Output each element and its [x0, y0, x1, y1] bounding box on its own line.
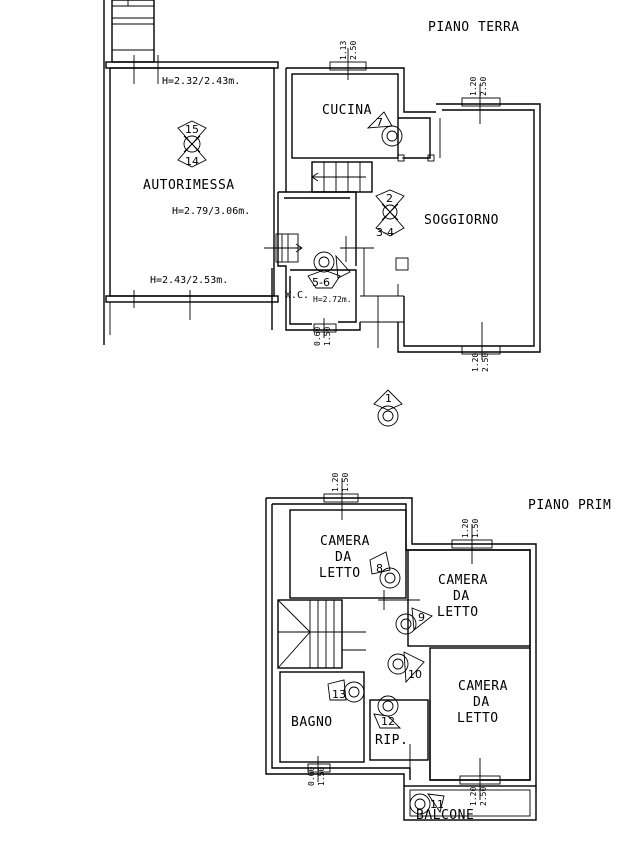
window-bagno: 0.60 1.50 — [307, 756, 331, 786]
viewpoint-10-icon: 10 — [387, 651, 425, 684]
first-floor-stair — [277, 599, 366, 669]
first-floor-walls — [265, 497, 537, 786]
svg-text:CAMERA: CAMERA — [320, 534, 370, 549]
svg-text:LETTO: LETTO — [319, 566, 361, 581]
wc-height: H=2.72m. — [313, 295, 352, 304]
svg-text:1.50: 1.50 — [317, 767, 326, 786]
svg-text:1.20: 1.20 — [461, 519, 470, 538]
svg-text:2.50: 2.50 — [349, 41, 358, 60]
svg-text:1.50: 1.50 — [341, 473, 350, 492]
svg-text:9: 9 — [418, 611, 425, 624]
ground-floor-title: PIANO TERRA — [428, 20, 520, 35]
garage-height-bottom: H=2.43/2.53m. — [150, 275, 228, 286]
window-soggiorno-top: 1.20 2.50 — [461, 77, 501, 124]
garage-height-top: H=2.32/2.43m. — [162, 76, 240, 87]
svg-text:1.13: 1.13 — [339, 41, 348, 60]
bedroom-3-label: CAMERA DA LETTO — [457, 679, 508, 726]
svg-text:14: 14 — [185, 155, 199, 168]
viewpoint-1-icon: 1 — [373, 389, 403, 427]
garage-stair — [264, 233, 303, 263]
kitchen-stair — [311, 161, 373, 193]
balcony-walls — [403, 785, 537, 821]
svg-text:1: 1 — [385, 392, 392, 405]
svg-text:2: 2 — [386, 192, 393, 205]
svg-text:DA: DA — [473, 695, 490, 710]
svg-text:13: 13 — [332, 688, 346, 701]
bedroom-1-label: CAMERA DA LETTO — [319, 534, 370, 581]
viewpoint-12-icon: 12 — [373, 695, 402, 729]
garage-label: AUTORIMESSA — [143, 178, 235, 193]
viewpoint-7-icon: 7 — [366, 111, 403, 147]
svg-text:12: 12 — [381, 715, 395, 728]
svg-text:10: 10 — [408, 668, 422, 681]
svg-text:2.50: 2.50 — [481, 353, 490, 372]
svg-text:1.20: 1.20 — [331, 473, 340, 492]
svg-text:1.50: 1.50 — [471, 519, 480, 538]
window-camera3: 1.20 2.50 — [459, 758, 501, 806]
entry-stair — [111, 0, 155, 63]
svg-text:2.50: 2.50 — [479, 787, 488, 806]
viewpoint-2-34-icon: 2 3-4 — [375, 189, 405, 239]
svg-text:DA: DA — [335, 550, 352, 565]
svg-text:3-4: 3-4 — [376, 226, 394, 239]
svg-text:1.20: 1.20 — [469, 77, 478, 96]
svg-text:1.20: 1.20 — [469, 787, 478, 806]
svg-text:0.60: 0.60 — [313, 327, 322, 346]
svg-text:15: 15 — [185, 123, 199, 136]
svg-text:DA: DA — [453, 589, 470, 604]
svg-text:2.50: 2.50 — [479, 77, 488, 96]
svg-text:CAMERA: CAMERA — [438, 573, 488, 588]
garage-walls — [105, 55, 279, 335]
svg-text:5-6: 5-6 — [312, 276, 330, 289]
svg-text:1.50: 1.50 — [323, 327, 332, 346]
kitchen-label: CUCINA — [322, 103, 372, 118]
svg-text:11: 11 — [430, 798, 444, 811]
viewpoint-8-icon: 8 — [369, 551, 401, 589]
svg-text:LETTO: LETTO — [437, 605, 479, 620]
pillar — [395, 257, 409, 271]
window-wc: 0.60 1.50 — [313, 318, 337, 346]
svg-text:CAMERA: CAMERA — [458, 679, 508, 694]
svg-text:1.20: 1.20 — [471, 353, 480, 372]
ground-floor-walls — [271, 67, 541, 353]
viewpoint-15-14-icon: 15 14 — [177, 120, 207, 168]
window-soggiorno-bottom: 1.20 2.50 — [461, 322, 501, 372]
svg-text:LETTO: LETTO — [457, 711, 499, 726]
wc-label: W.C. — [285, 290, 309, 301]
storage-label: RIP. — [375, 733, 408, 748]
viewpoint-9-icon: 9 — [395, 607, 433, 635]
bedroom-2-label: CAMERA DA LETTO — [437, 573, 488, 620]
first-floor-title: PIANO PRIM — [528, 498, 611, 513]
balcony-label: BALCONE — [416, 808, 474, 823]
bath-label: BAGNO — [291, 715, 333, 730]
svg-text:8: 8 — [376, 562, 383, 575]
svg-text:0.60: 0.60 — [307, 767, 316, 786]
window-cucina: 1.13 2.50 — [329, 41, 367, 80]
viewpoint-13-icon: 13 — [327, 679, 365, 703]
viewpoint-5-6-icon: 5-6 — [307, 251, 351, 289]
window-camera2: 1.20 1.50 — [451, 519, 493, 564]
garage-height-mid: H=2.79/3.06m. — [172, 206, 250, 217]
living-label: SOGGIORNO — [424, 213, 499, 228]
viewpoint-11-icon: 11 — [409, 793, 445, 815]
svg-text:7: 7 — [376, 116, 383, 129]
window-camera1: 1.20 1.50 — [323, 473, 359, 520]
kitchen-pipe — [397, 118, 441, 162]
